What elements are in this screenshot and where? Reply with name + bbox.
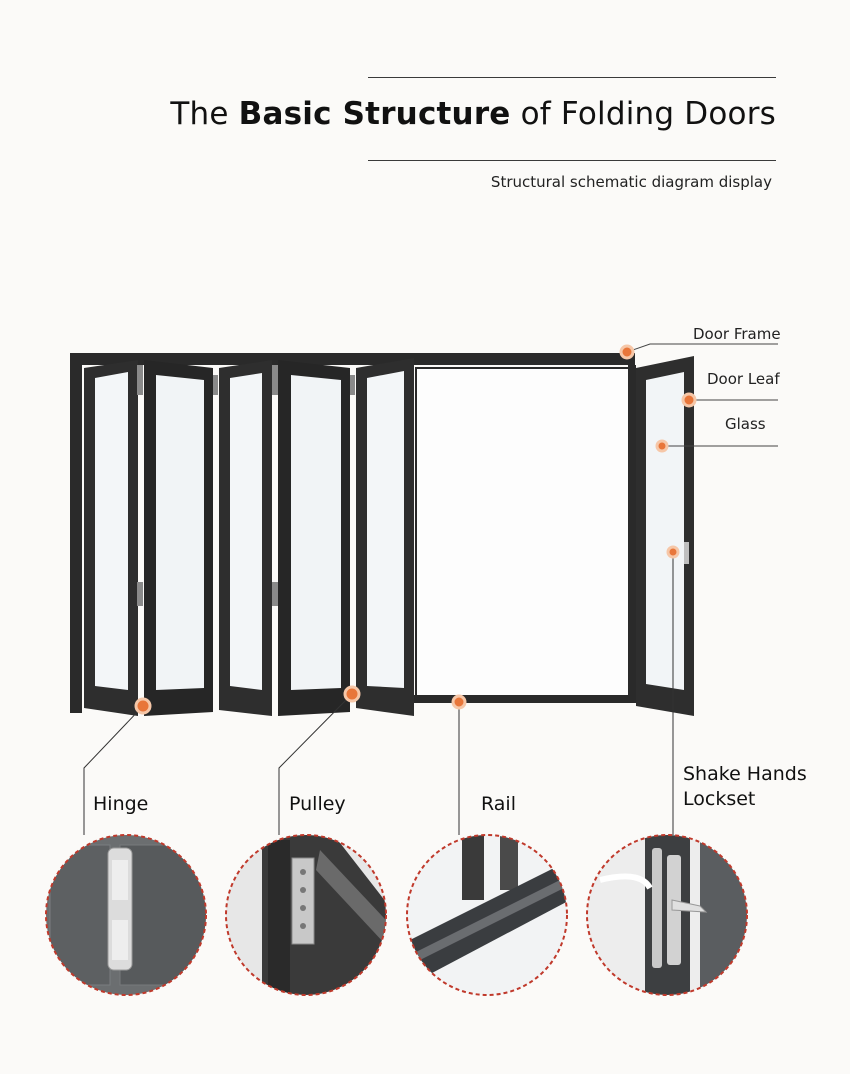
hinge-detail-outline: [45, 834, 207, 996]
door-opening: [415, 367, 635, 699]
marker-glass: [655, 439, 669, 453]
hinge-strip-3: [272, 365, 278, 395]
open-door-leaf: [636, 356, 694, 716]
lockset-detail: [587, 835, 747, 995]
lockset-label: Shake Hands Lockset: [683, 762, 807, 812]
hinge-strip-4: [272, 582, 278, 606]
part-leader-lines: [83, 552, 674, 835]
hinge-detail: [46, 835, 206, 995]
marker-hinge: [134, 697, 152, 715]
callout-lines: [626, 343, 778, 447]
hinge-strip-2: [137, 582, 143, 606]
hinge-label: Hinge: [93, 793, 149, 815]
leaf-5-glass: [367, 371, 404, 688]
marker-lockset: [666, 545, 680, 559]
lockset-label-line2: Lockset: [683, 788, 756, 810]
hinge-strip-5: [213, 375, 218, 395]
rail-detail-outline: [406, 834, 568, 996]
title-top-rule: [368, 77, 776, 78]
rail-detail: [407, 835, 567, 995]
page-title: The Basic Structure of Folding Doors: [170, 96, 776, 132]
open-leaf-glass: [646, 372, 684, 690]
pulley-detail: [226, 835, 386, 995]
page-subtitle: Structural schematic diagram display: [490, 173, 772, 191]
lockset-label-line1: Shake Hands: [683, 763, 807, 785]
leaf-4-glass: [291, 375, 341, 690]
lockset-detail-outline: [586, 834, 748, 996]
door-frame-leader: [626, 343, 778, 353]
pulley-label: Pulley: [289, 793, 346, 815]
hinge-strip-6: [350, 375, 355, 395]
door-frame-bottom-rail: [414, 695, 636, 703]
door-leaf-label: Door Leaf: [707, 370, 780, 388]
leaf-1-glass: [95, 372, 128, 690]
pulley-detail-outline: [225, 834, 387, 996]
hinge-strip-1: [137, 365, 143, 395]
hinge-leader: [83, 705, 144, 835]
glass-label: Glass: [725, 415, 766, 433]
folded-leaves: [84, 358, 414, 716]
leaf-2-glass: [156, 375, 204, 690]
title-bottom-rule: [368, 160, 776, 161]
marker-door-leaf: [681, 392, 697, 408]
door-frame-top: [70, 353, 635, 365]
marker-rail: [451, 694, 467, 710]
door-frame-right-post: [628, 365, 636, 703]
rail-label: Rail: [481, 793, 516, 815]
marker-pulley: [343, 685, 361, 703]
door-frame-left: [70, 353, 82, 713]
open-leaf-handle: [684, 542, 689, 564]
leaf-3-glass: [230, 373, 262, 690]
marker-door-frame: [619, 344, 635, 360]
markers: [134, 344, 697, 715]
door-frame-label: Door Frame: [693, 325, 781, 343]
pulley-leader: [278, 693, 353, 835]
